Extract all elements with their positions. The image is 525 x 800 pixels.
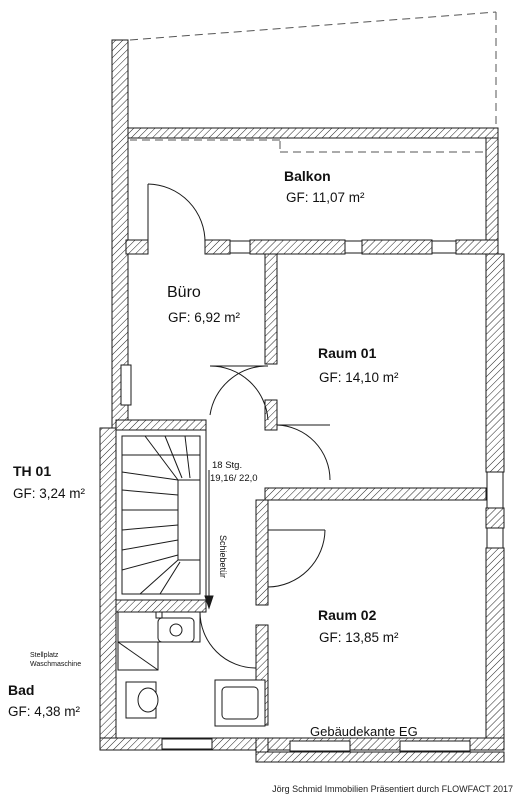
stair-rise: 19,16/ 22,0 — [210, 473, 258, 484]
room-name-raum02: Raum 02 — [318, 607, 377, 623]
washer-spot-label-2: Waschmaschine — [30, 661, 82, 668]
room-name-buero: Büro — [167, 284, 201, 301]
footer-credit: Jörg Schmid Immobilien Präsentiert durch… — [272, 784, 513, 794]
door-swings — [147, 183, 331, 669]
room-name-raum01: Raum 01 — [318, 345, 377, 361]
room-area-raum02: GF: 13,85 m² — [319, 630, 399, 645]
room-name-bad: Bad — [8, 682, 35, 698]
stair-count: 18 Stg. — [212, 460, 243, 471]
room-area-buero: GF: 6,92 m² — [168, 310, 241, 325]
room-area-raum01: GF: 14,10 m² — [319, 370, 399, 385]
bathroom-fixtures — [117, 611, 266, 727]
room-area-th01: GF: 3,24 m² — [13, 486, 86, 501]
room-area-balkon: GF: 11,07 m² — [286, 190, 365, 205]
walls — [99, 39, 505, 763]
room-area-bad: GF: 4,38 m² — [8, 704, 81, 719]
room-name-balkon: Balkon — [284, 168, 331, 184]
washer-spot-label-1: Stellplatz — [30, 652, 59, 659]
room-name-th01: TH 01 — [13, 463, 52, 479]
windows — [120, 240, 504, 752]
building-edge-label: Gebäudekante EG — [310, 724, 418, 739]
sliding-door-label: Schiebetür — [218, 535, 228, 579]
staircase — [115, 429, 214, 610]
